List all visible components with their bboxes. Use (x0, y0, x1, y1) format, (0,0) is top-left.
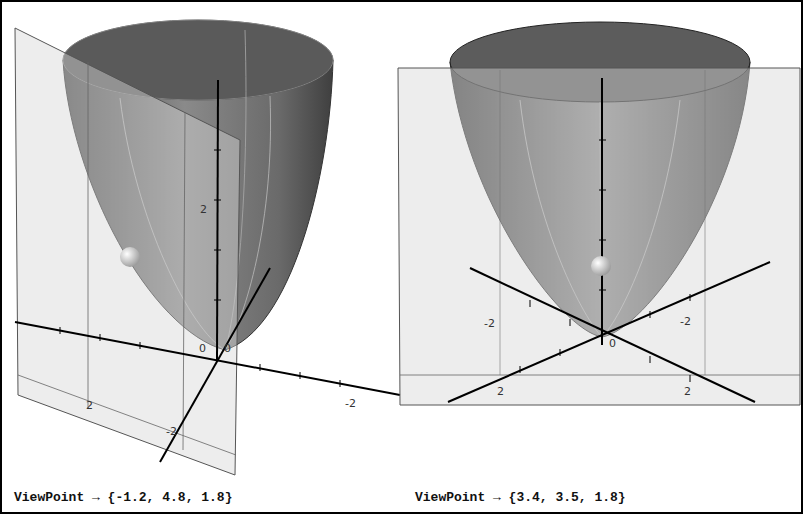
tick-label: 2 (200, 204, 207, 215)
tick-label: 2 (86, 400, 93, 411)
tick-label: 0 (224, 343, 231, 354)
tick-label: -2 (680, 316, 691, 327)
tick-label: -2 (345, 398, 356, 409)
tick-label: 0 (199, 343, 206, 354)
tick-label: 0 (609, 338, 616, 349)
tick-label: -2 (484, 318, 495, 329)
tick-label: -2 (166, 426, 177, 437)
tick-label: 2 (684, 386, 691, 397)
viewpoint-caption: ViewPoint → {3.4, 3.5, 1.8} (415, 491, 626, 504)
left-view (15, 20, 400, 475)
tick-label: 2 (497, 386, 504, 397)
viewpoint-caption: ViewPoint → {-1.2, 4.8, 1.8} (14, 491, 232, 504)
right-view (398, 22, 800, 405)
